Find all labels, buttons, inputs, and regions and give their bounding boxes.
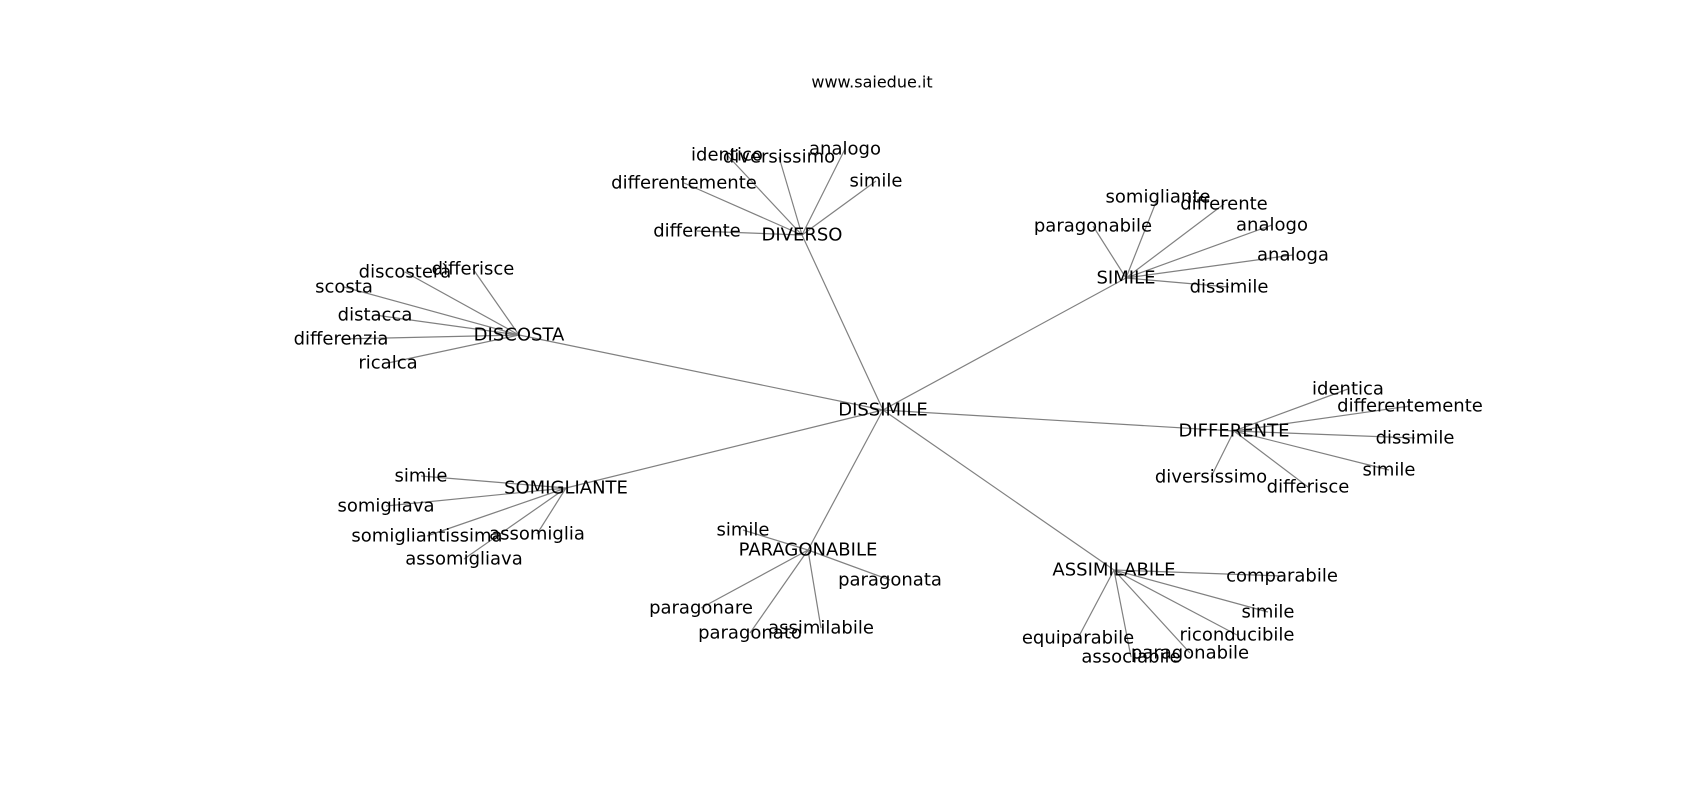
edge-hub-to-leaf: [683, 182, 803, 236]
edge-center-to-hub: [882, 409, 1235, 432]
edge-hub-to-leaf: [340, 334, 520, 340]
site-watermark: www.saiedue.it: [811, 73, 932, 92]
graph-labels: identicodiversissimoanalogosimilediffere…: [294, 139, 1483, 668]
edge-hub-to-leaf: [1113, 569, 1283, 577]
edge-hub-to-leaf: [1233, 405, 1411, 432]
graph-edges: [340, 148, 1416, 658]
leaf-node-label: differentemente: [1337, 396, 1483, 417]
edge-hub-to-leaf: [463, 487, 567, 560]
leaf-node-label: paragonata: [838, 570, 942, 591]
edge-hub-to-leaf: [749, 549, 809, 634]
leaf-node-label: identica: [1312, 379, 1384, 400]
edge-hub-to-leaf: [1077, 569, 1115, 639]
edge-hub-to-leaf: [1113, 569, 1132, 658]
edge-hub-to-leaf: [726, 154, 803, 236]
leaf-node-label: differisce: [432, 259, 515, 280]
edge-center-to-hub: [882, 277, 1127, 411]
edge-hub-to-leaf: [1125, 224, 1273, 279]
edge-hub-to-leaf: [1125, 254, 1294, 279]
edge-hub-to-leaf: [807, 549, 891, 581]
edge-center-to-hub: [801, 234, 884, 411]
leaf-node-label: simile: [1242, 602, 1295, 623]
leaf-node-label: simile: [850, 171, 903, 192]
edge-center-to-hub: [882, 409, 1115, 571]
edge-hub-to-leaf: [420, 475, 567, 489]
edge-hub-to-leaf: [1125, 203, 1225, 279]
leaf-node-label: distacca: [338, 305, 413, 326]
leaf-node-label: ricalca: [358, 353, 417, 374]
hub-node-label: ASSIMILABILE: [1052, 560, 1175, 581]
edge-hub-to-leaf: [1113, 569, 1191, 654]
leaf-node-label: paragonato: [698, 623, 802, 644]
hub-node-label: DIFFERENTE: [1179, 421, 1290, 442]
edge-hub-to-leaf: [387, 334, 520, 364]
edge-hub-to-leaf: [742, 529, 809, 551]
leaf-node-label: differente: [653, 221, 741, 242]
leaf-node-label: simile: [395, 466, 448, 487]
leaf-node-label: analogo: [809, 139, 881, 160]
leaf-node-label: somigliava: [337, 496, 434, 517]
hub-node-label: DIVERSO: [762, 225, 843, 246]
edge-hub-to-leaf: [536, 487, 567, 535]
edge-hub-to-leaf: [801, 180, 877, 236]
leaf-node-label: somigliante: [1106, 187, 1211, 208]
leaf-node-label: paragonare: [649, 598, 753, 619]
leaf-node-label: differentemente: [611, 173, 757, 194]
leaf-node-label: diversissimo: [723, 147, 835, 168]
leaf-node-label: analoga: [1257, 245, 1329, 266]
edge-hub-to-leaf: [374, 314, 520, 336]
hub-node-label: PARAGONABILE: [739, 540, 878, 561]
edge-hub-to-leaf: [1125, 196, 1159, 279]
leaf-node-label: dissimile: [1376, 428, 1455, 449]
leaf-node-label: diversissimo: [1155, 467, 1267, 488]
edge-hub-to-leaf: [778, 156, 803, 236]
leaf-node-label: differenzia: [294, 329, 389, 350]
leaf-node-label: associabile: [1081, 647, 1180, 668]
leaf-node-label: assimilabile: [768, 618, 874, 639]
edge-hub-to-leaf: [807, 549, 822, 629]
edge-hub-to-leaf: [426, 487, 567, 537]
leaf-node-label: discosterà: [359, 262, 452, 283]
edge-hub-to-leaf: [404, 271, 520, 336]
edge-hub-to-leaf: [1233, 430, 1390, 471]
edge-hub-to-leaf: [1233, 430, 1416, 439]
leaf-node-label: simile: [717, 520, 770, 541]
leaf-node-label: differente: [1180, 194, 1268, 215]
edge-center-to-hub: [565, 409, 884, 489]
edge-center-to-hub: [807, 409, 884, 551]
center-node-label: DISSIMILE: [838, 400, 928, 421]
leaf-node-label: somigliantissima: [351, 526, 502, 547]
edge-hub-to-leaf: [801, 148, 846, 236]
leaf-node-label: equiparabile: [1022, 628, 1134, 649]
edge-hub-to-leaf: [1092, 225, 1127, 279]
edge-hub-to-leaf: [472, 268, 520, 336]
edge-center-to-hub: [518, 334, 884, 411]
leaf-node-label: differisce: [1267, 477, 1350, 498]
edge-hub-to-leaf: [1233, 388, 1349, 432]
edge-hub-to-leaf: [1210, 430, 1235, 478]
edge-hub-to-leaf: [1113, 569, 1238, 636]
edge-hub-to-leaf: [1125, 277, 1230, 288]
leaf-node-label: identico: [691, 145, 763, 166]
leaf-node-label: simile: [1363, 460, 1416, 481]
hub-node-label: DISCOSTA: [474, 325, 565, 346]
edge-hub-to-leaf: [343, 286, 520, 336]
leaf-node-label: scosta: [315, 277, 373, 298]
edge-hub-to-leaf: [1113, 569, 1269, 613]
leaf-node-label: riconducibile: [1180, 625, 1295, 646]
edge-hub-to-leaf: [385, 487, 567, 507]
edge-hub-to-leaf: [1233, 430, 1309, 488]
hub-node-label: SOMIGLIANTE: [504, 478, 628, 499]
leaf-node-label: paragonabile: [1131, 643, 1249, 664]
leaf-node-label: comparabile: [1226, 566, 1338, 587]
edge-hub-to-leaf: [700, 549, 809, 609]
edge-hub-to-leaf: [696, 230, 803, 236]
hub-node-label: SIMILE: [1097, 268, 1156, 289]
leaf-node-label: paragonabile: [1034, 216, 1152, 237]
leaf-node-label: assomiglia: [489, 524, 585, 545]
leaf-node-label: analogo: [1236, 215, 1308, 236]
leaf-node-label: dissimile: [1190, 277, 1269, 298]
leaf-node-label: assomigliava: [405, 549, 522, 570]
